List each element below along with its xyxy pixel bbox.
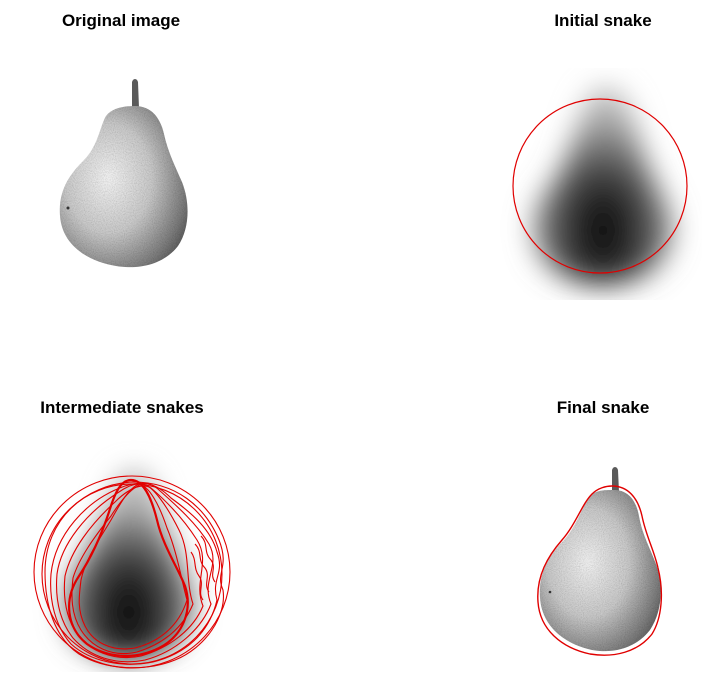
final-snake-plot [532,458,672,663]
pear-body [540,490,661,651]
intermediate-snakes-plot [25,440,240,672]
title-final-snake: Final snake [557,398,650,418]
pear-body [60,106,188,267]
initial-snake-plot [500,68,702,300]
original-pear-image [40,68,210,283]
title-initial-snake: Initial snake [554,11,651,31]
pear-stem [132,79,139,108]
title-intermediate-snakes: Intermediate snakes [40,398,203,418]
title-original-image: Original image [62,11,180,31]
pear-stem [612,467,619,492]
